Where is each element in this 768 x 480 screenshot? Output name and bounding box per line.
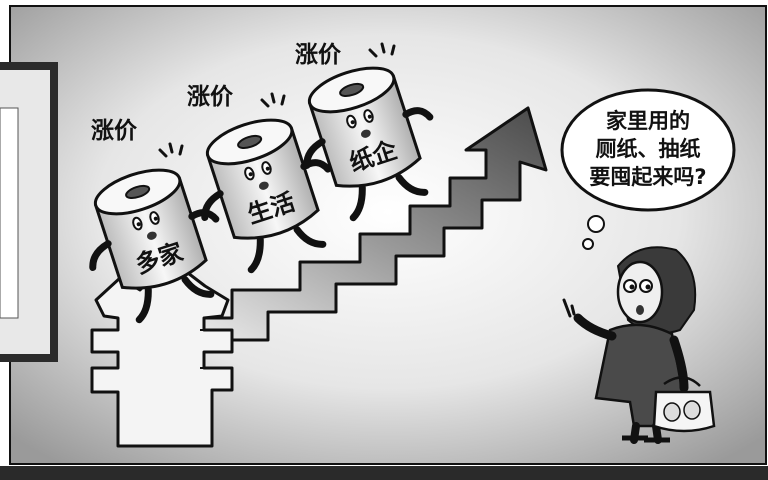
footer-bar (0, 466, 768, 480)
woman-with-shopping-bag-icon (562, 246, 716, 444)
price-rise-label: 涨价 (187, 84, 234, 110)
speech-bubble: 家里用的 厕纸、抽纸 要囤起来吗? (560, 88, 736, 250)
roll-face (132, 211, 160, 240)
worry-marks-icon (158, 42, 396, 158)
shopping-bag-icon (652, 376, 716, 433)
speech-line: 家里用的 (606, 109, 690, 133)
roll-face (244, 161, 272, 190)
speech-line: 厕纸、抽纸 (596, 137, 701, 161)
left-inset-panel (0, 62, 58, 362)
rising-staircase-arrow-icon (148, 106, 548, 342)
yuan-symbol-icon (90, 268, 234, 448)
price-rise-label: 涨价 (295, 42, 342, 68)
toilet-roll-character: 多家 (89, 168, 220, 324)
toilet-roll-character: 生活 (201, 118, 332, 274)
toilet-roll-character: 纸企 (303, 66, 434, 222)
price-rise-label: 涨价 (91, 118, 138, 144)
speech-line: 要囤起来吗? (589, 165, 706, 189)
roll-face (346, 109, 374, 138)
